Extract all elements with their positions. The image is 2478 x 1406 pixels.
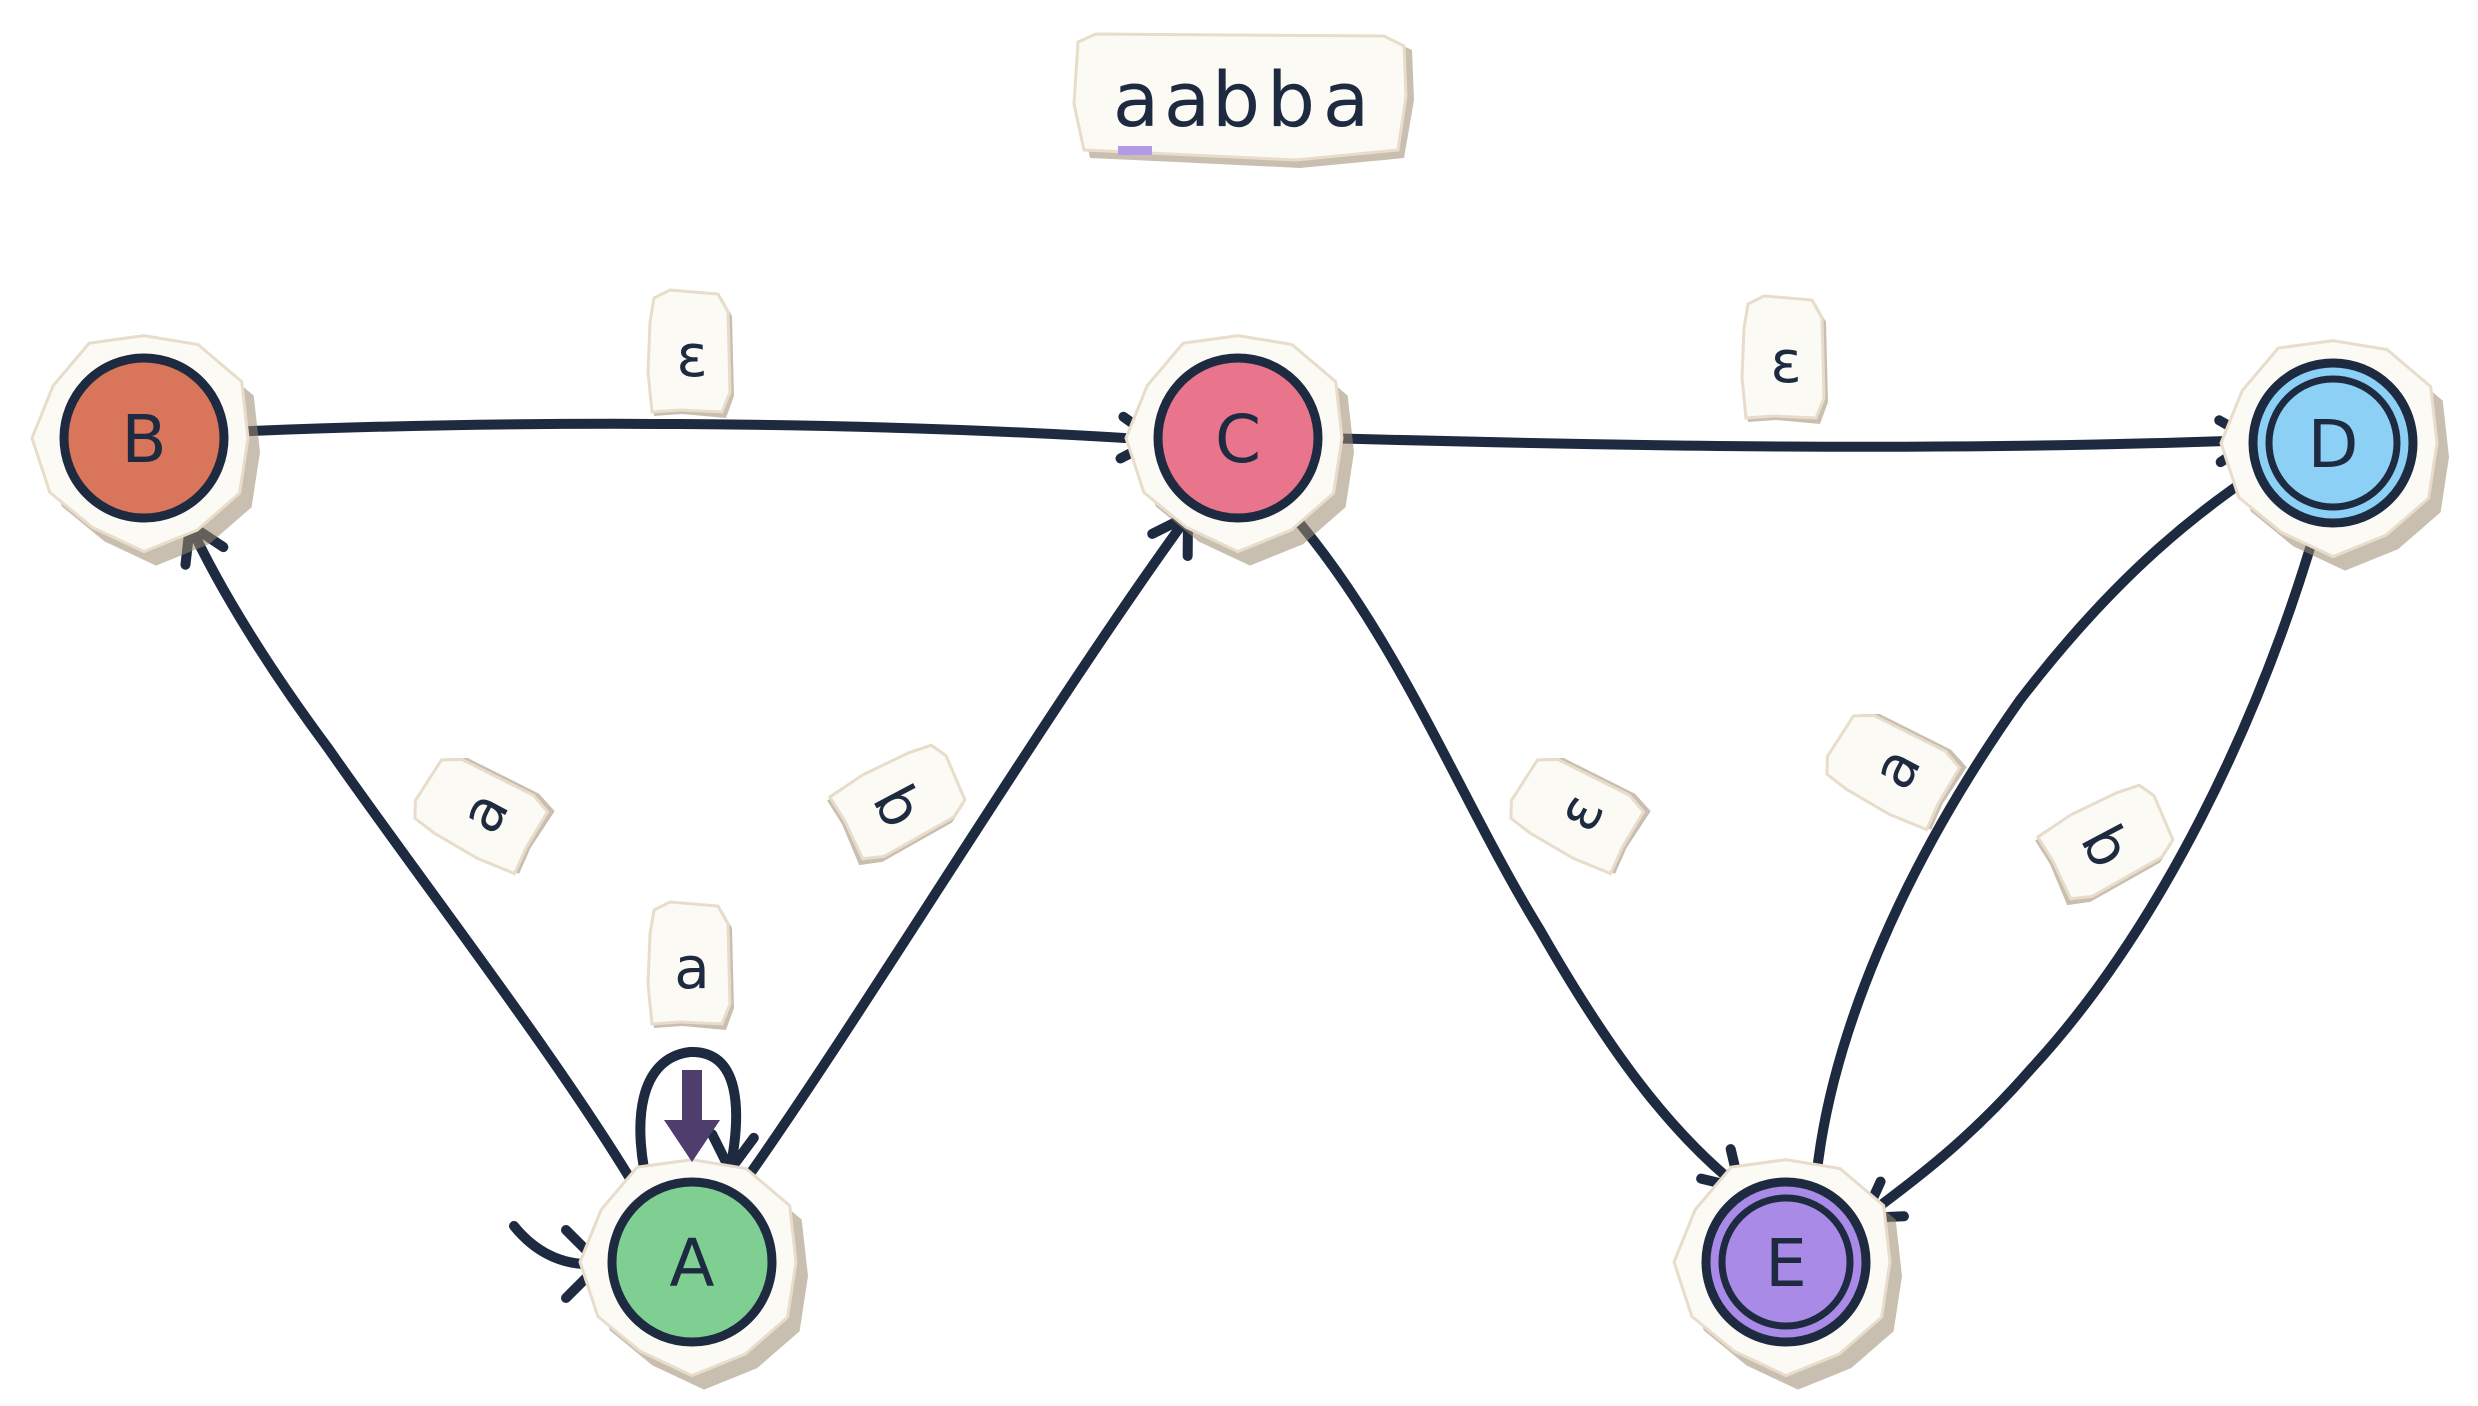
state-circle xyxy=(2248,358,2418,528)
transition-label-a-a: a xyxy=(646,900,734,1030)
transition-label-b-c: ε xyxy=(646,288,734,418)
tape-symbol: b xyxy=(1267,55,1315,144)
tape-symbol: a xyxy=(1164,55,1211,144)
state-circle xyxy=(1701,1177,1871,1347)
state-label: C xyxy=(1215,401,1261,478)
active-state-marker xyxy=(664,1070,720,1162)
state-label: B xyxy=(121,401,166,478)
state-circle xyxy=(1153,353,1323,523)
transition-a-c[interactable] xyxy=(735,511,1193,1193)
transition-label-c-e: ε xyxy=(1509,757,1651,876)
tape-cursor xyxy=(1118,146,1152,155)
state-circle xyxy=(607,1177,777,1347)
state-d[interactable]: D xyxy=(2219,339,2449,571)
state-label: E xyxy=(1765,1225,1807,1302)
state-label: A xyxy=(669,1225,714,1302)
transition-a-b[interactable] xyxy=(180,520,645,1200)
transition-label-a-b: a xyxy=(413,757,555,876)
state-label: D xyxy=(2308,406,2359,483)
transition-symbol: ε xyxy=(676,322,707,390)
state-circle xyxy=(59,353,229,523)
tape-symbol: a xyxy=(1113,55,1160,144)
transition-b-c[interactable] xyxy=(223,411,1161,464)
transition-symbol: ε xyxy=(1770,328,1801,396)
state-e[interactable]: E xyxy=(1672,1158,1902,1390)
accepting-ring xyxy=(2265,375,2401,511)
accepting-ring xyxy=(1718,1194,1854,1330)
tape-symbol: a xyxy=(1323,55,1370,144)
state-a[interactable]: A xyxy=(578,1070,808,1390)
transition-symbol: a xyxy=(674,934,710,1002)
tape-symbol: b xyxy=(1212,55,1260,144)
transition-label-a-c: b xyxy=(827,743,967,866)
transition-label-e-d: a xyxy=(1825,713,1967,832)
transition-label-d-e: b xyxy=(2035,783,2175,906)
transition-label-c-d: ε xyxy=(1740,294,1828,424)
state-b[interactable]: B xyxy=(30,334,260,566)
state-c[interactable]: C xyxy=(1124,334,1354,566)
transition-c-e[interactable] xyxy=(1287,509,1745,1193)
transition-c-d[interactable] xyxy=(1317,415,2259,468)
